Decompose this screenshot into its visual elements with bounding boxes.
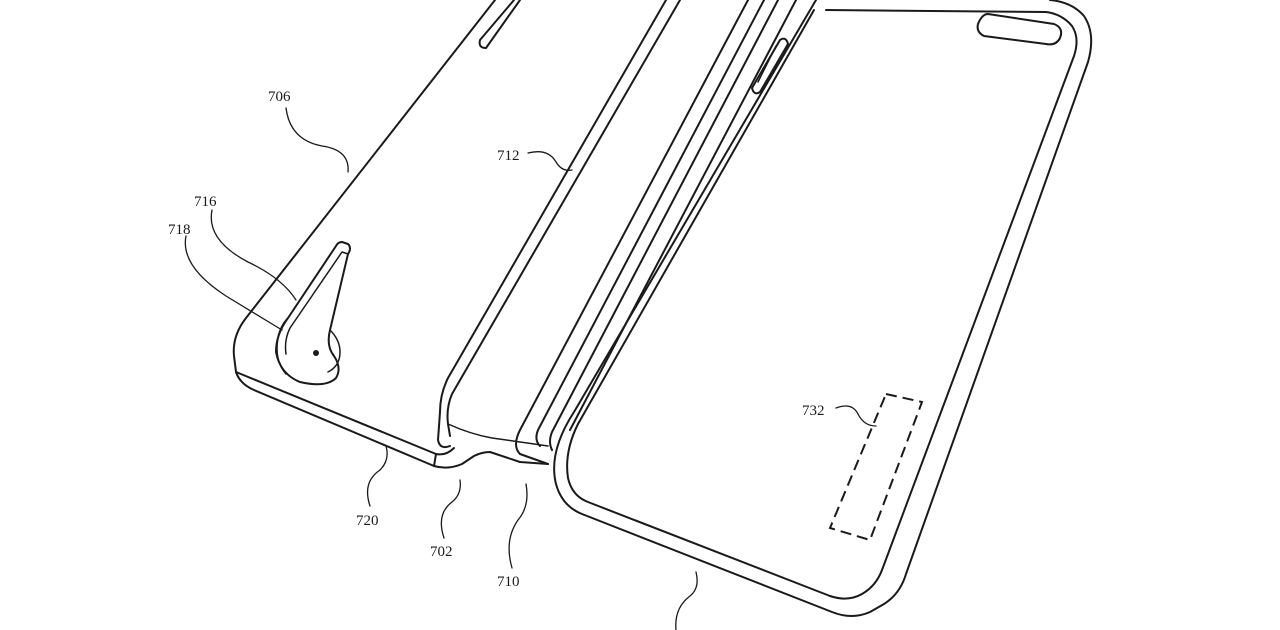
label-732: 732 xyxy=(802,403,825,419)
label-702: 702 xyxy=(430,544,453,560)
label-706: 706 xyxy=(268,89,291,105)
dashed-component-outline xyxy=(828,392,924,542)
leader-lines xyxy=(184,107,877,630)
label-716: 716 xyxy=(194,194,217,210)
label-712: 712 xyxy=(497,148,520,164)
label-718: 718 xyxy=(168,222,191,238)
left-panel xyxy=(232,0,681,469)
top-slot xyxy=(478,0,521,49)
label-720: 720 xyxy=(356,513,379,529)
reference-labels: 706 712 716 718 732 720 702 710 xyxy=(168,89,825,590)
right-panel xyxy=(553,0,1093,617)
earbud xyxy=(275,241,351,386)
spine xyxy=(515,0,797,465)
label-710: 710 xyxy=(497,574,520,590)
